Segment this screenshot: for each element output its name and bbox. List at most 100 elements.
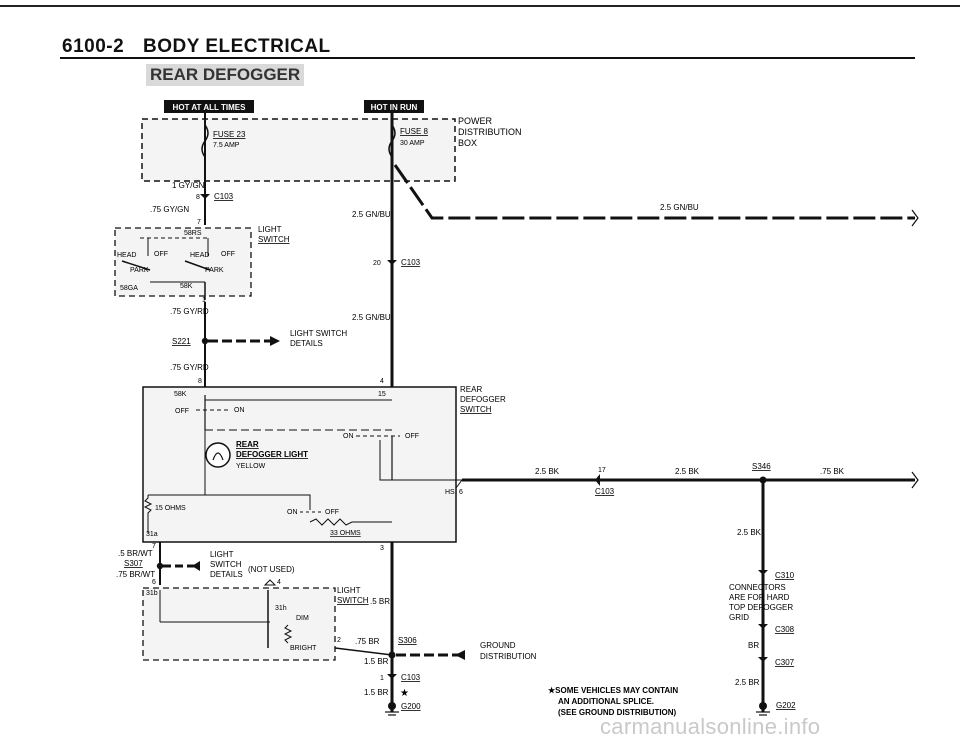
switch-pos: OFF	[325, 509, 339, 516]
defogger-light-bulb	[205, 442, 231, 468]
wire-label: .75 GY/RD	[170, 363, 209, 372]
wire-label: .75 BK	[820, 467, 845, 476]
lower-light-switch-box	[142, 587, 336, 661]
pdb-label-1: POWER	[458, 116, 493, 126]
resistor-label: 33 OHMS	[330, 530, 361, 537]
wire-label: .5 BR/WT	[118, 549, 153, 558]
pin-label: 1	[202, 297, 206, 304]
details-ref: LIGHT SWITCH	[290, 329, 347, 338]
footnote-line: AN ADDITIONAL SPLICE.	[558, 697, 654, 706]
fuse8-symbol	[388, 124, 396, 158]
pin-label: HS	[445, 489, 455, 496]
pdb-label-3: BOX	[458, 138, 477, 148]
light-switch-label: LIGHT	[337, 586, 361, 595]
terminal-label: 58RS	[184, 230, 202, 237]
watermark: carmanualsonline.info	[600, 714, 821, 739]
connector-label: C307	[775, 658, 795, 667]
pin-label: 4	[277, 579, 281, 586]
connector-label: C103	[595, 487, 615, 496]
ground-dist-label: GROUND	[480, 641, 516, 650]
wire-label: 1.5 BR	[364, 688, 389, 697]
connector-label: C310	[775, 571, 795, 580]
hot-in-run-badge	[364, 100, 424, 113]
details-ref: DETAILS	[210, 570, 243, 579]
ground-g202	[759, 702, 767, 710]
defogger-switch-label: SWITCH	[460, 405, 492, 414]
terminal-label: 31b	[146, 590, 158, 597]
pdb-label-2: DISTRIBUTION	[458, 127, 522, 137]
switch-pos: PARK	[205, 267, 224, 274]
pin-label: 1	[380, 675, 384, 682]
diagram-title: REAR DEFOGGER	[146, 64, 305, 86]
wire-label: 2.5 BK	[737, 528, 762, 537]
fuse23-rating: 7.5 AMP	[213, 142, 240, 149]
section-title: BODY ELECTRICAL	[143, 36, 331, 57]
switch-pos: OFF	[175, 408, 189, 415]
defogger-switch-label: REAR	[460, 385, 482, 394]
pin-label: 2	[337, 637, 341, 644]
footnote-line: (SEE GROUND DISTRIBUTION)	[558, 708, 677, 717]
connector-label: C103	[401, 258, 421, 267]
hot-in-run-text: HOT IN RUN	[371, 103, 418, 112]
switch-pos: ON	[343, 433, 354, 440]
ground-dist-label: DISTRIBUTION	[480, 652, 537, 661]
wire-label: 2.5 BK	[535, 467, 560, 476]
pin-label: 15	[378, 391, 386, 398]
switch-pos: OFF	[405, 433, 419, 440]
ground-label: G202	[776, 701, 796, 710]
details-ref: DETAILS	[290, 339, 323, 348]
pin-label: 8	[198, 378, 202, 385]
splice-s306	[388, 651, 396, 659]
pin-label: 7	[197, 219, 201, 226]
splice-label: S307	[124, 559, 143, 568]
connector-label: C308	[775, 625, 795, 634]
wire-label: 1 GY/GN	[172, 181, 205, 190]
hot-at-all-times-text: HOT AT ALL TIMES	[173, 103, 247, 112]
pin-label: 7	[152, 543, 156, 550]
terminal-label: 58K	[174, 391, 187, 398]
splice-s307	[156, 562, 164, 570]
page-number: 6100-2	[62, 36, 125, 57]
light-switch-box	[114, 227, 252, 297]
pin-label: 17	[598, 467, 606, 474]
fuse8-rating: 30 AMP	[400, 140, 425, 147]
switch-pos: OFF	[221, 251, 235, 258]
splice-s221	[201, 337, 209, 345]
wire-label: .75 BR	[355, 637, 380, 646]
hot-at-all-times-badge	[164, 100, 254, 113]
power-distribution-box	[141, 118, 456, 182]
pin-label: 6	[152, 579, 156, 586]
light-switch-label: SWITCH	[337, 596, 369, 605]
dimmer-bright: BRIGHT	[290, 645, 317, 652]
wire-label: 1.5 BR	[364, 657, 389, 666]
splice-label: S221	[172, 337, 191, 346]
light-color: YELLOW	[236, 463, 266, 470]
switch-pos: PARK	[130, 267, 149, 274]
splice-label: S306	[398, 636, 417, 645]
resistor-label: 15 OHMS	[155, 505, 186, 512]
wire-label: 2.5 BK	[675, 467, 700, 476]
light-label: DEFOGGER LIGHT	[236, 450, 308, 459]
wire-label: 2.5 BR	[735, 678, 760, 687]
switch-pos: HEAD	[117, 252, 136, 259]
wire-label: .75 GY/GN	[150, 205, 189, 214]
terminal-label: 58GA	[120, 285, 138, 292]
pin-label: 4	[380, 378, 384, 385]
pin-label: 3	[380, 545, 384, 552]
footnote-line: ★SOME VEHICLES MAY CONTAIN	[548, 686, 678, 695]
wire-label: .75 GY/RD	[170, 307, 209, 316]
light-label: REAR	[236, 440, 259, 449]
switch-pos: ON	[234, 407, 245, 414]
light-switch-label: LIGHT	[258, 225, 282, 234]
wire-label: .75 BR/WT	[116, 570, 155, 579]
fuse23-symbol	[201, 124, 209, 158]
light-switch-label: SWITCH	[258, 235, 290, 244]
wire-label: 2.5 GN/BU	[352, 210, 391, 219]
grid-note: ARE FOR HARD	[729, 593, 790, 602]
wire-label: 2.5 GN/BU	[660, 203, 699, 212]
switch-pos: ON	[287, 509, 298, 516]
fuse8-name: FUSE 8	[400, 127, 429, 136]
details-ref: LIGHT	[210, 550, 234, 559]
wire-label: 2.5 GN/BU	[352, 313, 391, 322]
